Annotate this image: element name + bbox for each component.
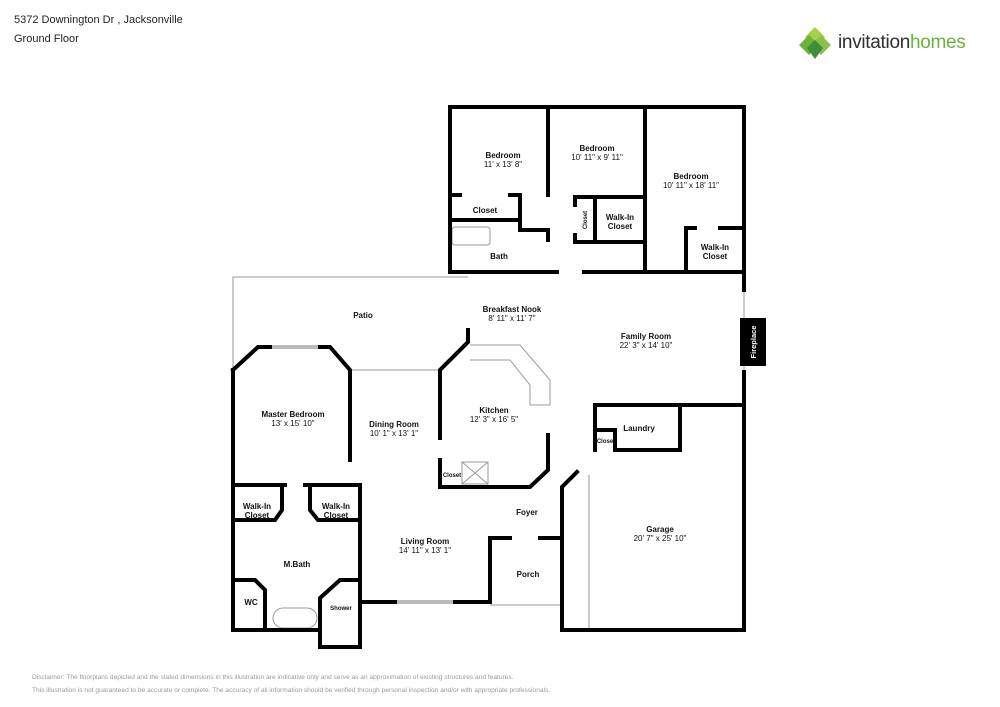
windows — [270, 105, 720, 632]
master-name: Master Bedroom — [261, 410, 324, 419]
mwalkin2-line2: Closet — [324, 511, 349, 520]
bedroom1-name: Bedroom — [485, 151, 520, 160]
kitchen-dims: 12' 3" x 16' 5" — [470, 415, 518, 424]
bedroom2-dims: 10' 11" x 9' 11" — [571, 153, 623, 162]
foyer-label: Foyer — [516, 508, 538, 517]
property-address: 5372 Downington Dr , Jacksonville — [14, 14, 183, 26]
garage-dims: 20' 7" x 25' 10" — [634, 534, 687, 543]
living-name: Living Room — [401, 537, 449, 546]
bath-label: Bath — [490, 252, 508, 261]
floor-label: Ground Floor — [14, 33, 79, 45]
disclaimer-line-2: This illustration is not guaranteed to b… — [32, 687, 551, 694]
family-name: Family Room — [621, 332, 671, 341]
mwalkin1-line1: Walk-In — [243, 502, 271, 511]
logo-text: invitationhomes — [838, 32, 966, 53]
mwalkin2-line1: Walk-In — [322, 502, 350, 511]
kitchen-name: Kitchen — [479, 406, 508, 415]
wc-label: WC — [244, 598, 258, 607]
garage-name: Garage — [646, 525, 674, 534]
master-dims: 13' x 15' 10" — [271, 419, 314, 428]
bedroom3-name: Bedroom — [673, 172, 708, 181]
patio-label: Patio — [353, 311, 373, 320]
logo-mark-icon — [799, 27, 831, 59]
room-labels: Bedroom 11' x 13' 8" Bedroom 10' 11" x 9… — [243, 144, 729, 612]
disclaimer-line-1: Disclaimer: The floorplans depicted and … — [32, 674, 514, 681]
shower-label: Shower — [330, 606, 352, 612]
bedroom1-dims: 11' x 13' 8" — [484, 160, 522, 169]
living-dims: 14' 11" x 13' 1" — [399, 546, 451, 555]
invitation-homes-logo: invitationhomes — [798, 26, 966, 60]
walkin1-line1: Walk-In — [606, 213, 634, 222]
family-dims: 22' 3" x 14' 10" — [620, 341, 673, 350]
nook-dims: 8' 11" x 11' 7" — [488, 314, 535, 323]
hall-closet-label: Closet — [583, 211, 589, 229]
bedroom2-name: Bedroom — [579, 144, 614, 153]
dining-dims: 10' 1" x 13' 1" — [370, 429, 418, 438]
fireplace — [740, 318, 766, 366]
walls — [230, 105, 746, 649]
dining-name: Dining Room — [369, 420, 419, 429]
nook-name: Breakfast Nook — [483, 305, 542, 314]
thin-lines — [232, 226, 745, 630]
walkin2-line1: Walk-In — [701, 243, 729, 252]
closet1-label: Closet — [473, 206, 498, 215]
laundry-label: Laundry — [623, 424, 655, 433]
porch-label: Porch — [517, 570, 540, 579]
mbath-label: M.Bath — [284, 560, 311, 569]
laundry-closet-label: Closet — [597, 439, 615, 445]
kitchen-closet-label: Closet — [443, 473, 461, 479]
fireplace-label: Fireplace — [749, 326, 758, 359]
walkin1-line2: Closet — [608, 222, 633, 231]
walkin2-line2: Closet — [703, 252, 728, 261]
bedroom3-dims: 10' 11" x 18' 11" — [663, 181, 719, 190]
mwalkin1-line2: Closet — [245, 511, 270, 520]
